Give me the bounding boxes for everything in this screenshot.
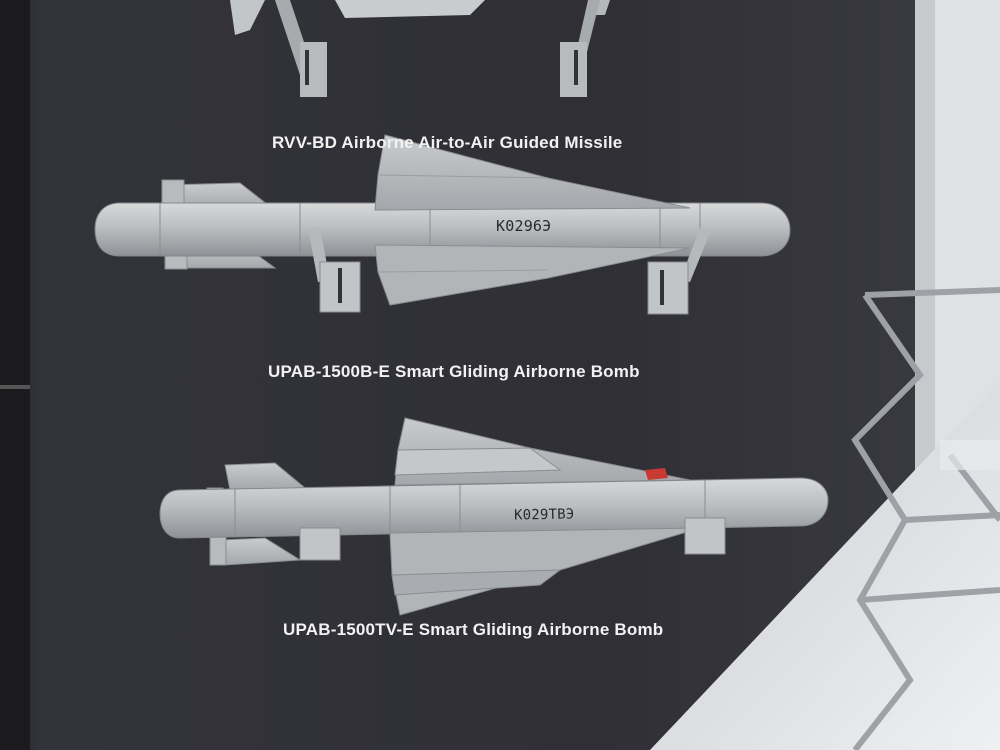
floor-panel xyxy=(650,380,1000,750)
label-rvv-bd: RVV-BD Airborne Air-to-Air Guided Missil… xyxy=(272,133,623,152)
bomb-body xyxy=(94,202,791,257)
label-upab-1500b: UPAB-1500B-E Smart Gliding Airborne Bomb xyxy=(268,362,640,381)
label-upab-1500tv: UPAB-1500TV-E Smart Gliding Airborne Bom… xyxy=(283,620,664,639)
bomb-body xyxy=(159,477,829,539)
wing-upper xyxy=(374,134,691,211)
upab-1500tv-bomb xyxy=(159,417,829,616)
wing-lower xyxy=(374,244,691,306)
rvv-bd-missile xyxy=(230,0,610,97)
wall-left-edge xyxy=(0,0,30,750)
bomb-b-marking: K0296Э xyxy=(496,217,552,235)
red-tip-marker xyxy=(645,468,668,480)
upab-1500b-bomb xyxy=(94,134,791,315)
bomb-tv-marking: K029TBЭ xyxy=(513,506,575,524)
